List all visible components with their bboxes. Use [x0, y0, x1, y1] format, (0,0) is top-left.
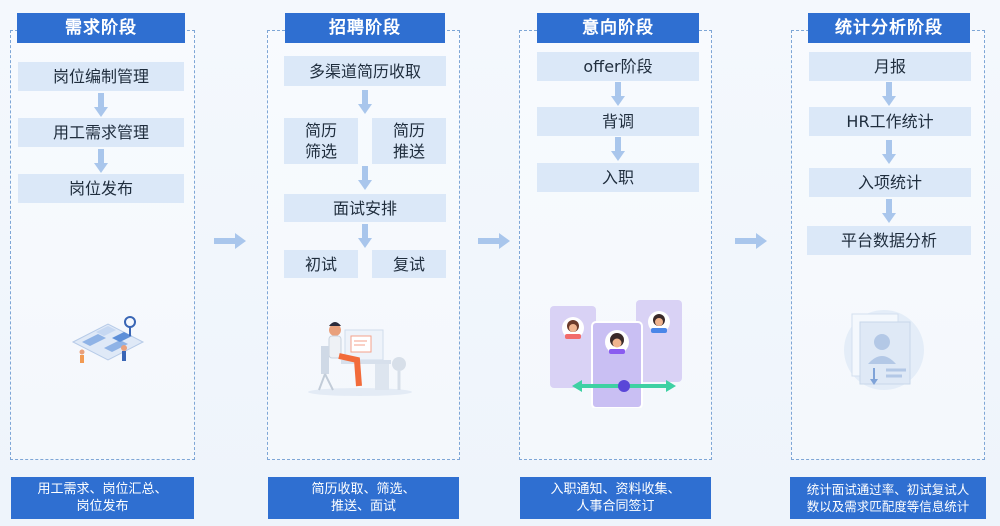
step-box-split: 简历 筛选: [284, 118, 358, 164]
step-box: 复试: [372, 250, 446, 278]
step-box: 用工需求管理: [18, 118, 184, 147]
step-box: 多渠道简历收取: [284, 56, 446, 86]
footer-line: 人事合同签订: [576, 499, 655, 514]
stage-footer-analysis: 统计面试通过率、初试复试人数以及需求匹配度等信息统计: [790, 477, 986, 519]
footer-line: 入职通知、资料收集、: [550, 482, 681, 497]
down-arrow-icon: [882, 140, 896, 164]
step-box: 背调: [537, 107, 699, 136]
down-arrow-icon: [611, 137, 625, 161]
down-arrow-icon: [882, 199, 896, 223]
step-text: 简历: [304, 121, 337, 140]
step-box: HR工作统计: [809, 107, 971, 136]
footer-line: 统计面试通过率、初试复试人: [806, 482, 970, 497]
footer-line: 推送、面试: [330, 499, 396, 514]
planning-illustration: [68, 312, 148, 372]
candidate-cards-illustration: [548, 298, 686, 408]
step-box: offer阶段: [537, 52, 699, 81]
step-text: 简历: [392, 121, 425, 140]
right-arrow-icon: [735, 233, 767, 249]
down-arrow-icon: [882, 82, 896, 106]
step-box: 岗位编制管理: [18, 62, 184, 91]
stage-footer-demand: 用工需求、岗位汇总、岗位发布: [11, 477, 194, 519]
stage-title-intent: 意向阶段: [537, 13, 699, 43]
step-box: 入职: [537, 163, 699, 192]
step-text: 筛选: [304, 142, 337, 161]
step-box: 面试安排: [284, 194, 446, 222]
step-box: 平台数据分析: [807, 226, 971, 255]
step-box: 岗位发布: [18, 174, 184, 203]
footer-line: 数以及需求匹配度等信息统计: [806, 499, 970, 514]
down-arrow-icon: [358, 166, 372, 190]
down-arrow-icon: [94, 93, 108, 117]
step-box: 初试: [284, 250, 358, 278]
footer-line: 用工需求、岗位汇总、: [37, 482, 168, 497]
stage-title-recruit: 招聘阶段: [285, 13, 445, 43]
footer-line: 简历收取、筛选、: [311, 482, 416, 497]
step-box-split: 简历 推送: [372, 118, 446, 164]
step-box: 入项统计: [809, 168, 971, 197]
right-arrow-icon: [214, 233, 246, 249]
stage-title-demand: 需求阶段: [17, 13, 185, 43]
interview-illustration: [305, 316, 415, 396]
step-box: 月报: [809, 52, 971, 81]
footer-line: 岗位发布: [76, 499, 129, 514]
profile-document-illustration: [836, 304, 932, 394]
down-arrow-icon: [358, 224, 372, 248]
right-arrow-icon: [478, 233, 510, 249]
stage-footer-intent: 入职通知、资料收集、人事合同签订: [520, 477, 711, 519]
step-text: 推送: [392, 142, 425, 161]
down-arrow-icon: [358, 90, 372, 114]
stage-footer-recruit: 简历收取、筛选、推送、面试: [268, 477, 459, 519]
down-arrow-icon: [611, 82, 625, 106]
down-arrow-icon: [94, 149, 108, 173]
stage-title-analysis: 统计分析阶段: [808, 13, 970, 43]
